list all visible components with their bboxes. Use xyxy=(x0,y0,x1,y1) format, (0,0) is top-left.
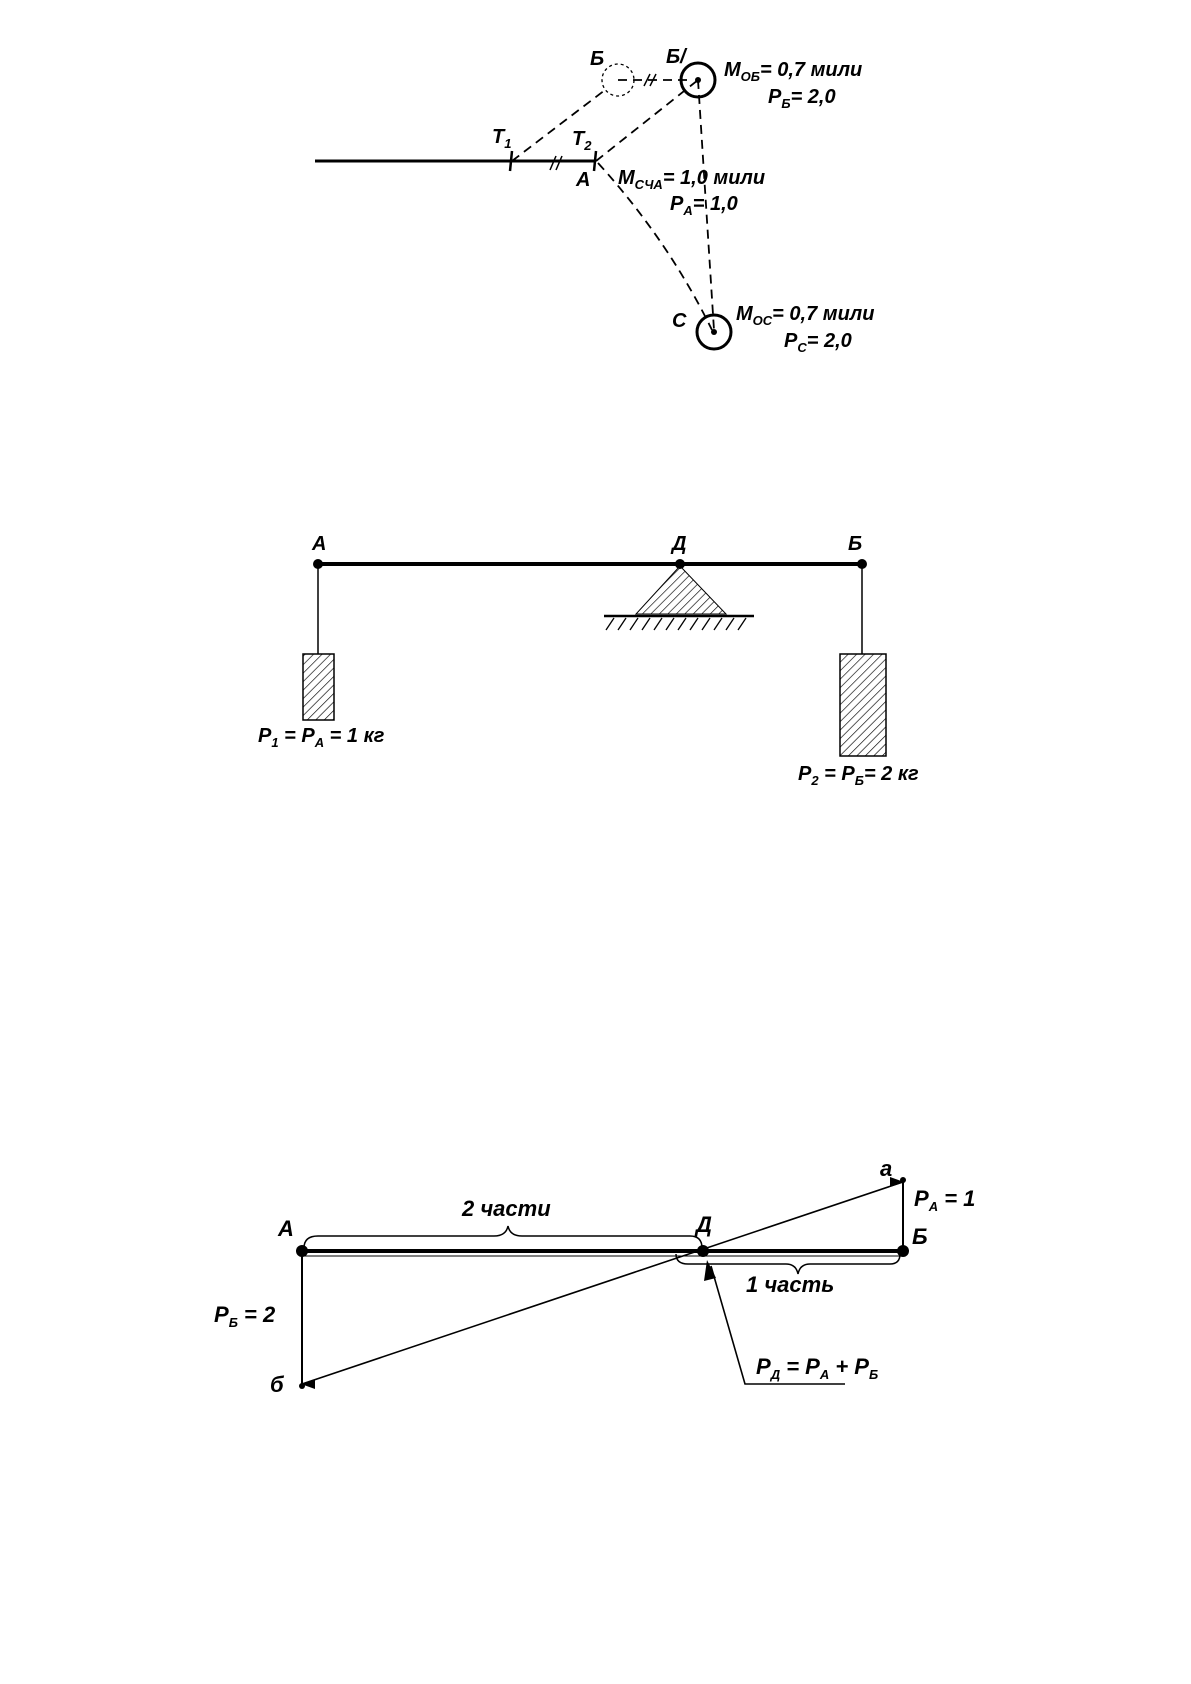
figure-1-positions: Б Б/ T1 T2 А С MОБ= 0,7 мили PБ= 2,0 MСЧ… xyxy=(315,46,874,355)
figure-2-lever: А Д Б P1 = PА = 1 кг P2 = PБ= 2 кг xyxy=(258,533,919,788)
label-msch: MСЧА= 1,0 мили xyxy=(618,167,765,192)
label-a: А xyxy=(575,169,590,191)
label-b: Б xyxy=(848,533,862,555)
label-b: Б xyxy=(590,48,604,70)
label-pc: PС= 2,0 xyxy=(784,330,852,355)
leader-pd-arrowhead xyxy=(704,1260,716,1281)
point-b-small xyxy=(299,1383,305,1389)
ground-hatching xyxy=(606,618,746,630)
label-t2: T2 xyxy=(572,128,592,153)
figure-3-force-diagram: А Д Б а б 2 части 1 часть PА = 1 PБ = 2 … xyxy=(214,1156,975,1397)
double-tick-course-1 xyxy=(550,156,556,170)
tick-a xyxy=(594,151,596,171)
label-pd: PД = PА + PБ xyxy=(756,1354,878,1382)
label-p2: P2 = PБ= 2 кг xyxy=(798,763,919,788)
label-a: А xyxy=(277,1216,294,1241)
point-a-small xyxy=(900,1177,906,1183)
point-a xyxy=(296,1245,308,1257)
dot-c xyxy=(711,329,717,335)
label-two-parts: 2 части xyxy=(461,1196,551,1221)
label-pb: PБ= 2,0 xyxy=(768,86,836,111)
double-tick-course-2 xyxy=(556,156,562,170)
fulcrum-triangle xyxy=(636,566,726,614)
label-pb: PБ = 2 xyxy=(214,1302,276,1330)
label-d: Д xyxy=(670,533,686,555)
weight-p1 xyxy=(303,654,334,720)
dash-a-b-prime xyxy=(596,80,698,161)
point-d xyxy=(697,1245,709,1257)
brace-two-parts xyxy=(304,1226,702,1248)
label-b-small: б xyxy=(270,1372,285,1397)
label-b: Б xyxy=(912,1224,928,1249)
tick-t1 xyxy=(510,151,512,171)
label-pa: PА= 1,0 xyxy=(670,193,738,218)
label-t1: T1 xyxy=(492,126,511,151)
label-pa: PА = 1 xyxy=(914,1186,975,1214)
point-b xyxy=(897,1245,909,1257)
label-a-small: а xyxy=(880,1156,892,1181)
weight-p2 xyxy=(840,654,886,756)
label-mob: MОБ= 0,7 мили xyxy=(724,59,862,84)
label-b-prime: Б/ xyxy=(666,46,688,68)
label-one-part: 1 часть xyxy=(746,1272,834,1297)
dot-b-prime xyxy=(695,77,701,83)
label-c: С xyxy=(672,310,687,332)
label-a: А xyxy=(311,533,326,555)
label-p1: P1 = PА = 1 кг xyxy=(258,725,385,750)
label-d: Д xyxy=(694,1212,712,1237)
label-moc: MОС= 0,7 мили xyxy=(736,303,874,328)
